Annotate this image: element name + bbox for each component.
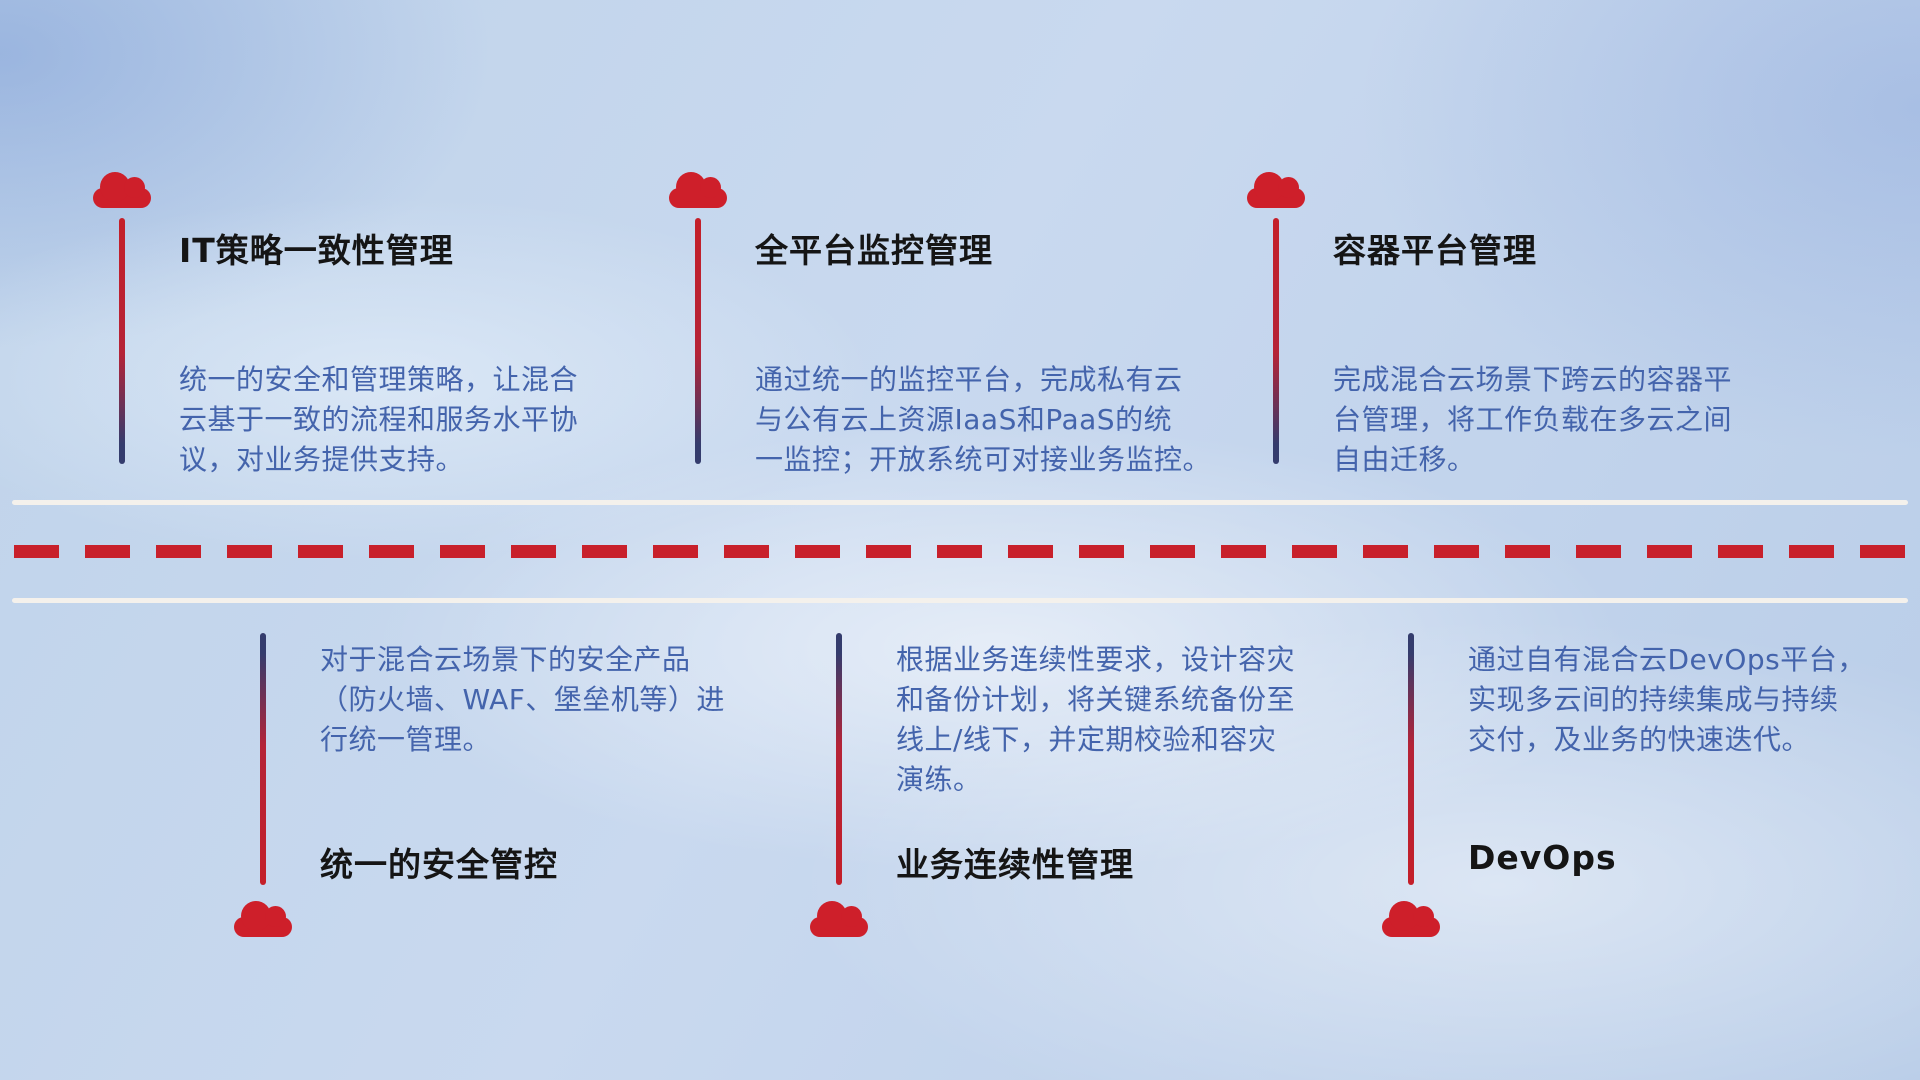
connector-line <box>1273 218 1279 464</box>
connector-line <box>119 218 125 464</box>
cloud-icon <box>93 172 151 208</box>
road-edge-bottom <box>12 598 1908 603</box>
feature-description: 完成混合云场景下跨云的容器平 台管理，将工作负载在多云之间 自由迁移。 <box>1333 363 1733 476</box>
connector-line <box>836 633 842 885</box>
connector-line <box>260 633 266 885</box>
feature-description: 根据业务连续性要求，设计容灾 和备份计划，将关键系统备份至 线上/线下，并定期校… <box>896 643 1296 796</box>
feature-description: 统一的安全和管理策略，让混合 云基于一致的流程和服务水平协 议，对业务提供支持。 <box>179 363 579 476</box>
feature-title: 业务连续性管理 <box>896 845 1134 884</box>
feature-description: 通过自有混合云DevOps平台， 实现多云间的持续集成与持续 交付，及业务的快速… <box>1468 643 1866 756</box>
feature-description: 通过统一的监控平台，完成私有云 与公有云上资源IaaS和PaaS的统 一监控；开… <box>755 363 1212 476</box>
feature-title: 全平台监控管理 <box>755 231 993 270</box>
road-edge-top <box>12 500 1908 505</box>
connector-line <box>695 218 701 464</box>
road-dashed-centerline <box>14 545 1912 558</box>
feature-title: IT策略一致性管理 <box>179 231 454 270</box>
feature-title: DevOps <box>1468 838 1617 877</box>
cloud-icon <box>1382 901 1440 937</box>
feature-title: 统一的安全管控 <box>320 845 558 884</box>
cloud-icon <box>1247 172 1305 208</box>
connector-line <box>1408 633 1414 885</box>
cloud-icon <box>669 172 727 208</box>
feature-description: 对于混合云场景下的安全产品 （防火墙、WAF、堡垒机等）进 行统一管理。 <box>320 643 725 756</box>
feature-title: 容器平台管理 <box>1333 231 1537 270</box>
cloud-icon <box>234 901 292 937</box>
cloud-icon <box>810 901 868 937</box>
